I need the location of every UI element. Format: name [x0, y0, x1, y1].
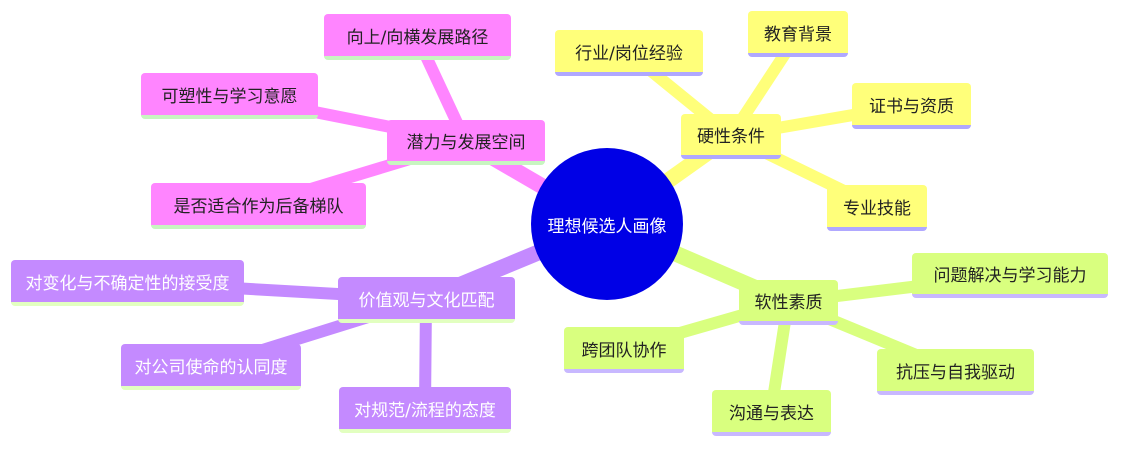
- branch-hard-requirements[interactable]: 硬性条件: [681, 114, 781, 159]
- node-succession[interactable]: 是否适合作为后备梯队: [151, 183, 366, 229]
- node-mission-alignment[interactable]: 对公司使命的认同度: [121, 344, 301, 390]
- node-problem-solving[interactable]: 问题解决与学习能力: [912, 253, 1108, 298]
- node-industry-experience[interactable]: 行业/岗位经验: [555, 30, 703, 76]
- node-career-path[interactable]: 向上/向横发展路径: [324, 14, 511, 60]
- branch-soft-skills[interactable]: 软性素质: [739, 280, 838, 325]
- root-node[interactable]: 理想候选人画像: [531, 148, 683, 300]
- node-teamwork[interactable]: 跨团队协作: [564, 327, 684, 373]
- node-learning-willingness[interactable]: 可塑性与学习意愿: [141, 73, 318, 119]
- node-education[interactable]: 教育背景: [748, 11, 848, 57]
- node-professional-skills[interactable]: 专业技能: [827, 185, 927, 231]
- node-stress-self-drive[interactable]: 抗压与自我驱动: [877, 349, 1034, 395]
- node-process-attitude[interactable]: 对规范/流程的态度: [339, 387, 511, 433]
- node-certificates[interactable]: 证书与资质: [852, 83, 971, 129]
- node-communication[interactable]: 沟通与表达: [712, 390, 831, 436]
- branch-potential[interactable]: 潜力与发展空间: [387, 120, 545, 165]
- node-change-acceptance[interactable]: 对变化与不确定性的接受度: [11, 260, 244, 306]
- branch-values-culture[interactable]: 价值观与文化匹配: [338, 277, 515, 323]
